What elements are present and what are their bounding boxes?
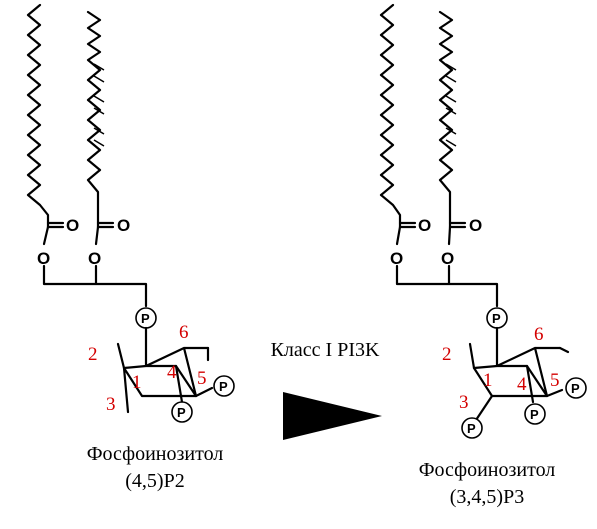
product-phosphate-3: [461, 417, 483, 439]
product-carbonyl-bond-1: [398, 221, 417, 229]
product-position-3: 3: [459, 392, 469, 413]
substrate-double-bonds: [93, 63, 105, 147]
product-carbonyl-oxygen-1: O: [418, 216, 431, 235]
product-phosphate-5: [565, 377, 587, 399]
reaction-arrow: Класс I PI3K: [271, 339, 382, 440]
substrate-position-2: 2: [88, 344, 98, 365]
product-phosphate-3-label: P: [467, 421, 476, 436]
substrate-phosphate-5-label: P: [219, 379, 228, 394]
product-position-2: 2: [442, 344, 452, 365]
substrate-phosphate-4-label: P: [177, 405, 186, 420]
substrate-position-1: 1: [132, 372, 142, 393]
substrate-unsaturated-chain: [86, 10, 102, 229]
product-phosphate-5-label: P: [571, 381, 580, 396]
substrate-carbonyl-bond-1: [46, 221, 65, 229]
substrate-ester-oxygen-2: O: [88, 249, 101, 268]
product-double-bonds: [445, 63, 457, 147]
product-position-4: 4: [517, 374, 527, 395]
substrate-phosphate-link-label: P: [141, 311, 150, 326]
product-unsaturated-chain: [438, 10, 454, 229]
product-phosphate-4: [524, 403, 546, 425]
substrate-ester-oxygen-1: O: [37, 249, 50, 268]
substrate-saturated-chain: [26, 3, 50, 229]
substrate-name-line1: Фосфоинозитол: [87, 443, 224, 465]
product-phosphate-link-label: P: [492, 311, 501, 326]
product-ester-oxygen-1: O: [390, 249, 403, 268]
substrate-phosphate-5: [213, 375, 235, 397]
black-triangle-arrow-icon: [283, 392, 382, 440]
substrate-position-5: 5: [197, 368, 207, 389]
substrate-carbonyl-oxygen-2: O: [117, 216, 130, 235]
product-saturated-chain: [379, 3, 402, 229]
product-glycerol-backbone: [395, 264, 499, 308]
substrate-ester-bonds: [42, 225, 100, 246]
substrate-carbonyl-bond-2: [96, 221, 115, 229]
product-name-line1: Фосфоинозитол: [419, 459, 556, 481]
product-molecule: O O O O P P P P 1 2 3 4 5 6 Фосфоинозито…: [379, 3, 587, 508]
substrate-position-3: 3: [106, 394, 116, 415]
product-name-line2: (3,4,5)P3: [450, 486, 524, 508]
substrate-glycerol-backbone: [42, 264, 148, 308]
product-ester-bonds: [395, 225, 452, 246]
substrate-inositol-ring: [122, 326, 210, 398]
product-ester-oxygen-2: O: [441, 249, 454, 268]
enzyme-label: Класс I PI3K: [271, 339, 380, 361]
product-position-6: 6: [534, 324, 544, 345]
substrate-position-4: 4: [167, 362, 177, 383]
substrate-carbonyl-oxygen-1: O: [66, 216, 79, 235]
substrate-phosphate-4: [171, 401, 193, 423]
product-carbonyl-oxygen-2: O: [469, 216, 482, 235]
substrate-ring-substituents: [116, 342, 214, 414]
substrate-molecule: O O O O P P P 1 2 3 4 5 6 Фосфоинозитол …: [26, 3, 235, 492]
substrate-position-6: 6: [179, 322, 189, 343]
substrate-name-line2: (4,5)P2: [125, 470, 184, 492]
product-inositol-ring: [472, 326, 562, 398]
product-carbonyl-bond-2: [448, 221, 467, 229]
product-position-5: 5: [550, 370, 560, 391]
product-position-1: 1: [483, 370, 493, 391]
product-ring-substituents: [468, 342, 570, 422]
product-phosphate-4-label: P: [530, 407, 539, 422]
